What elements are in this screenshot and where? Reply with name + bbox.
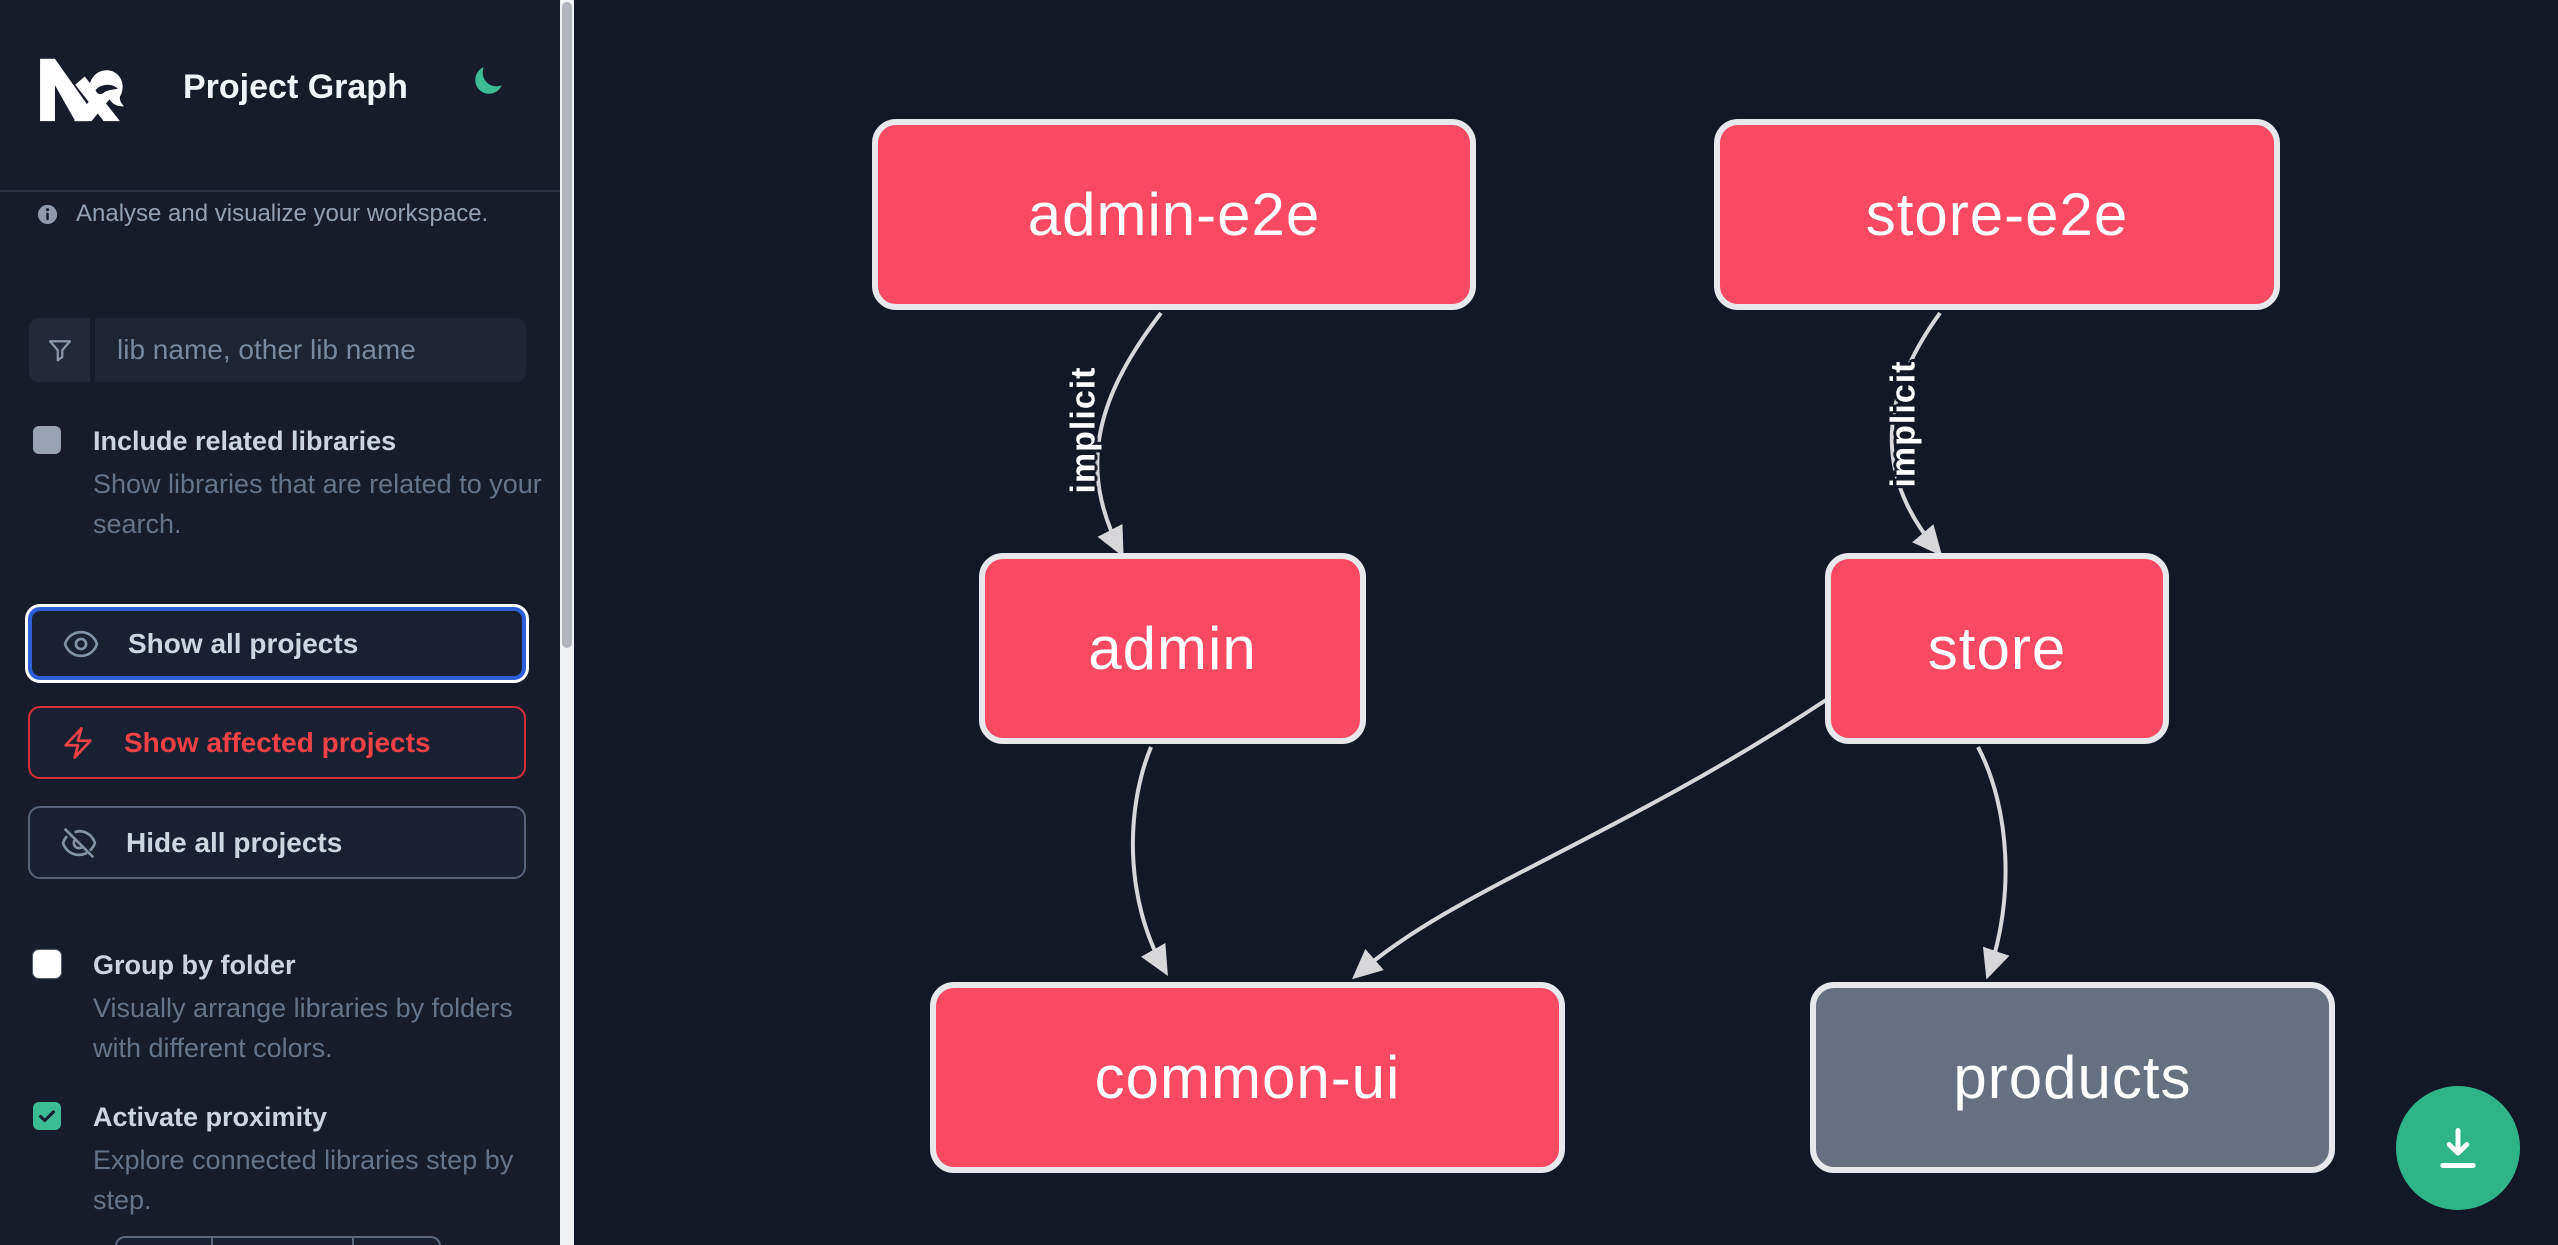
group-by-folder-checkbox[interactable] — [33, 950, 61, 978]
hide-all-projects-label: Hide all projects — [126, 826, 343, 858]
edge-admin-common-ui — [1130, 746, 1168, 976]
group-by-folder-setting: Group by folder Visually arrange librari… — [33, 948, 527, 1068]
graph-node-store[interactable]: store — [1825, 553, 2169, 744]
funnel-icon — [48, 340, 71, 362]
theme-toggle-button[interactable] — [470, 64, 506, 100]
proximity-decrement[interactable] — [117, 1238, 211, 1245]
proximity-value — [213, 1238, 352, 1245]
include-related-setting: Include related libraries Show libraries… — [33, 424, 542, 544]
show-all-projects-label: Show all projects — [128, 627, 359, 659]
graph-node-store-e2e[interactable]: store-e2e — [1714, 119, 2280, 310]
edge-store-common-ui — [1351, 698, 1828, 980]
graph-canvas[interactable]: implicit implicit admin-e2e store-e2e ad… — [574, 0, 2558, 1245]
proximity-increment[interactable] — [354, 1238, 439, 1245]
show-affected-projects-button[interactable]: Show affected projects — [28, 706, 526, 779]
include-related-description: Show libraries that are related to your … — [93, 469, 542, 539]
app-title: Project Graph — [183, 68, 408, 106]
bolt-icon — [64, 726, 92, 759]
edge-store-products — [1976, 746, 2010, 980]
sidebar-scrollbar-thumb[interactable] — [562, 2, 572, 648]
sidebar: Project Graph Analyse and visualize your… — [0, 0, 560, 1245]
sidebar-scrollbar-track[interactable] — [560, 0, 574, 1245]
filter-icon-cell — [29, 318, 95, 382]
edge-store-e2e-store — [1889, 311, 1943, 557]
activate-proximity-label: Activate proximity — [93, 1102, 328, 1132]
info-icon — [37, 204, 58, 224]
activate-proximity-setting: Activate proximity Explore connected lib… — [33, 1100, 527, 1220]
group-by-folder-label: Group by folder — [93, 950, 296, 980]
check-icon — [39, 1110, 55, 1123]
tagline: Analyse and visualize your workspace. — [36, 200, 488, 228]
proximity-depth-control[interactable] — [115, 1236, 441, 1245]
include-related-label: Include related libraries — [93, 426, 397, 456]
include-related-checkbox[interactable] — [33, 426, 61, 454]
show-affected-projects-label: Show affected projects — [124, 726, 431, 758]
edge-admin-e2e-admin — [1095, 311, 1163, 558]
graph-node-admin[interactable]: admin — [979, 553, 1366, 744]
graph-node-common-ui[interactable]: common-ui — [930, 982, 1565, 1173]
graph-node-admin-e2e[interactable]: admin-e2e — [872, 119, 1476, 310]
download-image-button[interactable] — [2396, 1086, 2520, 1210]
filter-search — [29, 318, 526, 382]
moon-icon — [475, 67, 502, 94]
graph-node-products[interactable]: products — [1810, 982, 2335, 1173]
download-icon — [2440, 1128, 2476, 1168]
eye-off-icon — [61, 827, 97, 858]
edge-label-implicit: implicit — [1064, 366, 1103, 494]
edge-label-implicit: implicit — [1884, 360, 1923, 488]
search-input[interactable] — [95, 318, 526, 382]
nx-logo — [40, 58, 124, 122]
activate-proximity-description: Explore connected libraries step by step… — [93, 1145, 514, 1215]
tagline-text: Analyse and visualize your workspace. — [76, 200, 489, 227]
show-all-projects-button[interactable]: Show all projects — [28, 607, 526, 680]
group-by-folder-description: Visually arrange libraries by folders wi… — [93, 993, 513, 1063]
activate-proximity-checkbox[interactable] — [33, 1102, 61, 1130]
edge-layer — [1095, 311, 2010, 980]
eye-icon — [63, 630, 99, 657]
hide-all-projects-button[interactable]: Hide all projects — [28, 806, 526, 879]
sidebar-header: Project Graph — [0, 0, 560, 192]
